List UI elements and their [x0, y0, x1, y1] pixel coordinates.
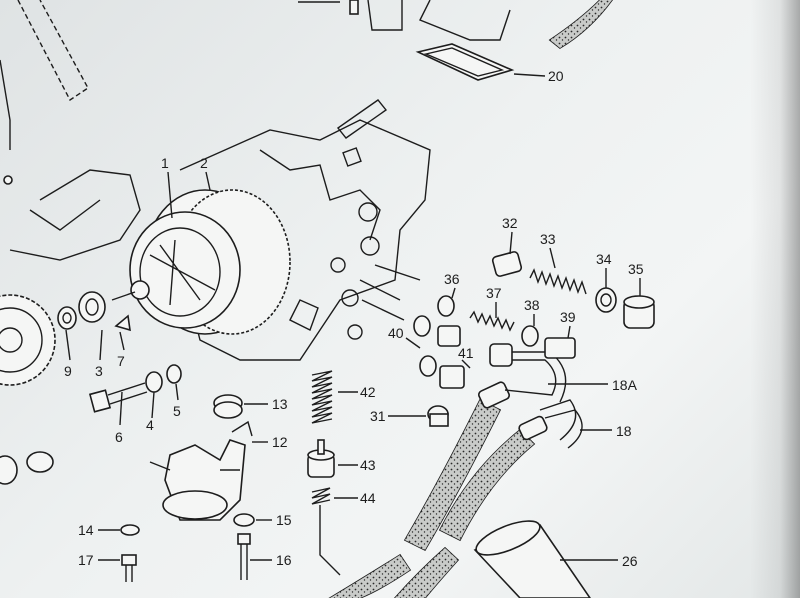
callout-5: 5 [173, 403, 181, 419]
callout-35: 35 [628, 261, 644, 277]
callout-9: 9 [64, 363, 72, 379]
callout-42: 42 [360, 384, 376, 400]
gasket-part-20 [415, 43, 546, 81]
callout-14: 14 [78, 522, 94, 538]
callout-7: 7 [117, 353, 125, 369]
callout-36: 36 [444, 271, 460, 287]
callout-15: 15 [276, 512, 292, 528]
callout-44: 44 [360, 490, 376, 506]
hoses [328, 351, 583, 598]
callout-6: 6 [115, 429, 123, 445]
callout-12: 12 [272, 434, 288, 450]
engine-block [9, 99, 431, 361]
callout-18: 18 [616, 423, 632, 439]
callout-labels: 1 2 3 4 5 6 7 9 12 13 14 15 16 17 18 18A… [64, 68, 644, 569]
nuts-left [0, 451, 54, 485]
callout-20: 20 [548, 68, 564, 84]
callout-41: 41 [458, 345, 474, 361]
timing-belt-strip [0, 0, 89, 185]
callout-40: 40 [388, 325, 404, 341]
callout-3: 3 [95, 363, 103, 379]
callout-18a: 18A [612, 377, 638, 393]
callout-31: 31 [370, 408, 386, 424]
callout-16: 16 [276, 552, 292, 568]
callout-2: 2 [200, 155, 208, 171]
filter-housing-part-12 [149, 420, 253, 521]
top-parts [298, 0, 613, 49]
callout-37: 37 [486, 285, 502, 301]
callout-1: 1 [161, 155, 169, 171]
callout-32: 32 [502, 215, 518, 231]
callout-39: 39 [560, 309, 576, 325]
small-fasteners [120, 513, 255, 582]
spring-part-42 [311, 370, 333, 424]
callout-38: 38 [524, 297, 540, 313]
spring-part-44 [311, 487, 341, 576]
sprocket-gear [0, 294, 56, 386]
water-pump-pulley [111, 189, 291, 335]
callout-13: 13 [272, 396, 288, 412]
callout-43: 43 [360, 457, 376, 473]
callout-34: 34 [596, 251, 612, 267]
callout-17: 17 [78, 552, 94, 568]
leader-lines [65, 171, 641, 561]
washer-part-13 [213, 394, 243, 419]
callout-4: 4 [146, 417, 154, 433]
pipe-part-26 [473, 520, 591, 598]
callout-26: 26 [622, 553, 638, 569]
valve-assembly [413, 251, 655, 427]
piston-part-43 [307, 439, 335, 478]
callout-33: 33 [540, 231, 556, 247]
washers-left [57, 291, 131, 332]
bolt-part-6 [88, 364, 182, 413]
